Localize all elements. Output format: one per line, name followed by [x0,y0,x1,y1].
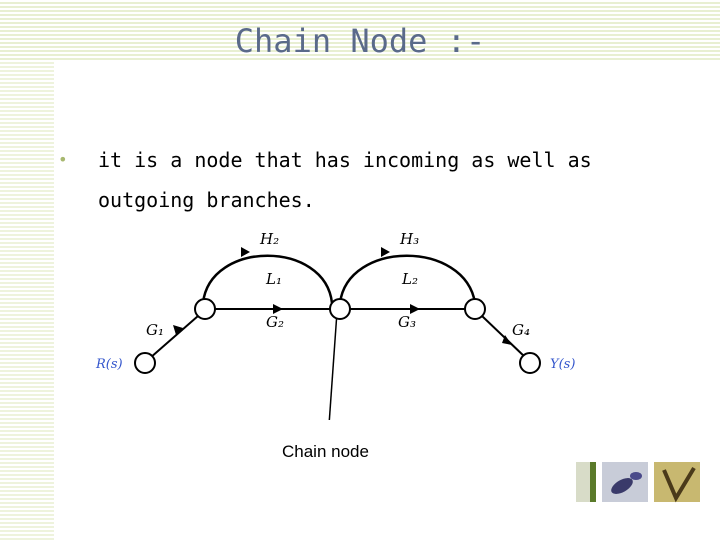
node-output [519,352,541,374]
branch-g1 [149,315,199,359]
branch-arrow-g3 [410,304,420,314]
label-g2: G₂ [266,313,284,331]
branch-arrow-g4 [502,335,512,345]
bullet-text: it is a node that has incoming as well a… [98,148,592,212]
label-ys: Y(s) [550,357,575,372]
branch-arrow-g2 [273,304,283,314]
chain-node-annotation: Chain node [282,442,369,461]
label-g1: G₁ [146,321,164,339]
branch-g4 [481,315,527,359]
feedback-arc-h3 [338,254,477,304]
decorative-corner-images [576,462,700,503]
arc-arrow-h2 [241,247,250,257]
bullet-marker-icon: • [58,150,68,169]
signal-flow-graph: H₂ H₃ L₁ L₂ G₂ G₃ G₁ G₄ R(s) Y(s) [95,230,575,420]
label-h3: H₃ [399,230,419,248]
node-input [134,352,156,374]
slide-title: Chain Node :- [234,22,486,60]
label-l1: L₁ [265,270,282,288]
node-1 [194,298,216,320]
chain-node-pointer [328,311,338,420]
bullet-item: • it is a node that has incoming as well… [58,140,686,220]
label-g4: G₄ [512,321,530,339]
label-rs: R(s) [95,357,123,372]
label-h2: H₂ [259,230,279,248]
feedback-arc-h2 [201,254,334,304]
left-stripes [0,60,54,540]
label-g3: G₃ [398,313,416,331]
arc-arrow-h3 [381,247,390,257]
title-background [54,60,720,88]
node-chain [329,298,351,320]
branch-arrow-g1 [173,325,183,335]
label-l2: L₂ [401,270,418,288]
node-3 [464,298,486,320]
